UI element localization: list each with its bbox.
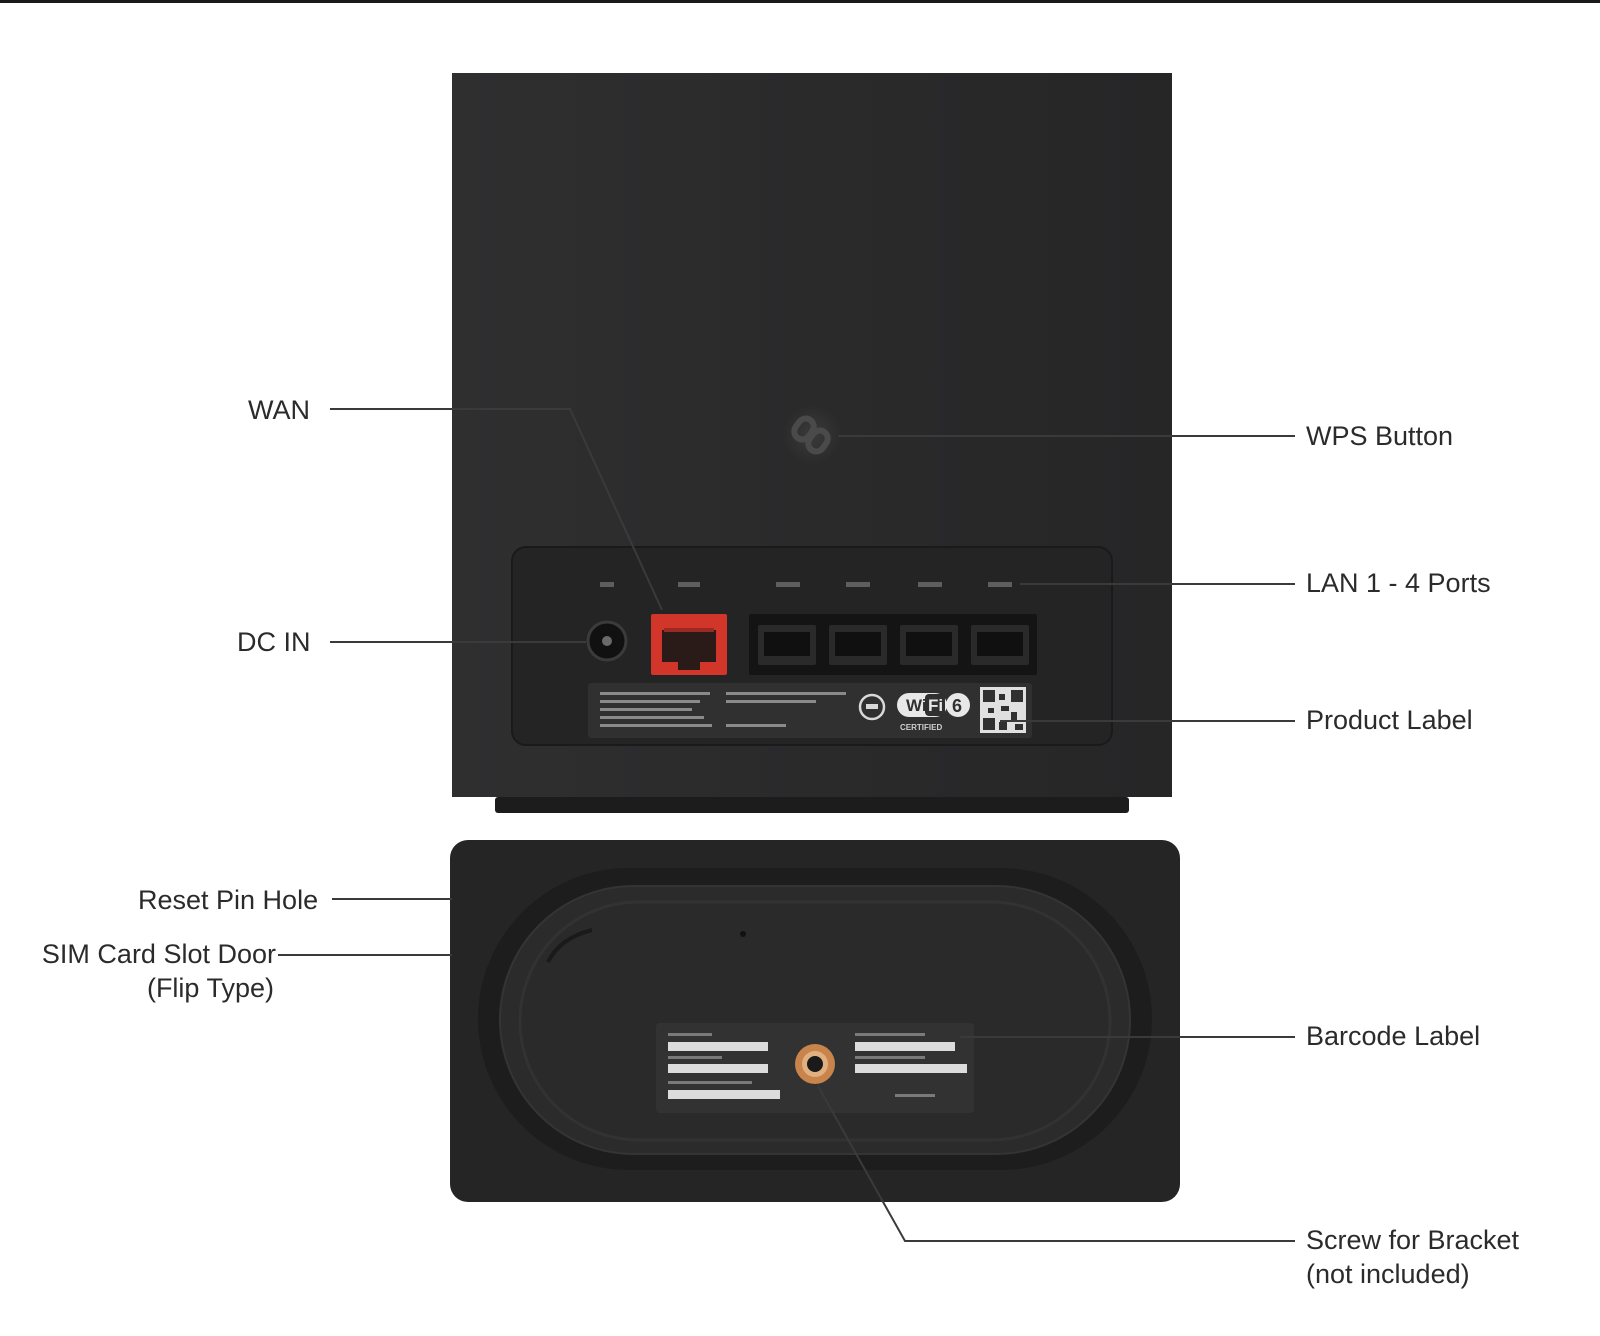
wps-button[interactable] [782,405,842,465]
leader-lines [278,408,1295,1242]
dc-in-jack[interactable] [586,620,628,662]
dc-in-callout: DC IN [237,627,311,657]
wps-button-callout: WPS Button [1306,421,1454,451]
link-icon [791,415,831,455]
screw-for-bracket-callout: Screw for Bracket (not included) [1306,1223,1519,1291]
wan-leader-line [330,408,663,611]
screw-leader-line [817,1085,1295,1242]
wifi-badge-text-2: Fi [928,696,943,715]
top-border [0,0,1600,3]
lan-ports-callout: LAN 1 - 4 Ports [1306,568,1491,598]
wifi-badge-number: 6 [952,696,962,716]
sim-card-slot-door-callout: SIM Card Slot Door (Flip Type) [22,937,276,1005]
bracket-screw[interactable] [795,1044,835,1084]
reset-pin-hole[interactable] [740,931,746,937]
wifi6-certified-badge: Wi Fi 6 CERTIFIED [897,693,970,732]
product-label-callout: Product Label [1306,705,1473,735]
port-legends [600,582,1012,587]
product-label: Wi Fi 6 CERTIFIED [588,683,1032,738]
wan-callout: WAN [248,395,310,425]
screw-for-bracket-text: Screw for Bracket [1306,1225,1520,1255]
router-rear-view: Wi Fi 6 CERTIFIED [452,73,1172,813]
router-base [495,797,1129,813]
wifi-certified-text: CERTIFIED [900,723,942,732]
sim-card-slot-door[interactable] [546,928,593,963]
lan-port-holes [764,632,1023,656]
lan-ports[interactable] [749,614,1037,675]
screw-for-bracket-note: (not included) [1306,1259,1470,1289]
sim-card-slot-door-text: SIM Card Slot Door [41,939,276,969]
wifi-badge-text: Wi [906,696,927,715]
wan-port[interactable] [651,614,727,675]
barcode-label-callout: Barcode Label [1306,1021,1481,1051]
qr-code-icon [980,687,1026,733]
sim-card-slot-door-note: (Flip Type) [146,973,274,1003]
reset-pin-hole-callout: Reset Pin Hole [138,885,319,915]
router-bottom-view [450,840,1180,1202]
